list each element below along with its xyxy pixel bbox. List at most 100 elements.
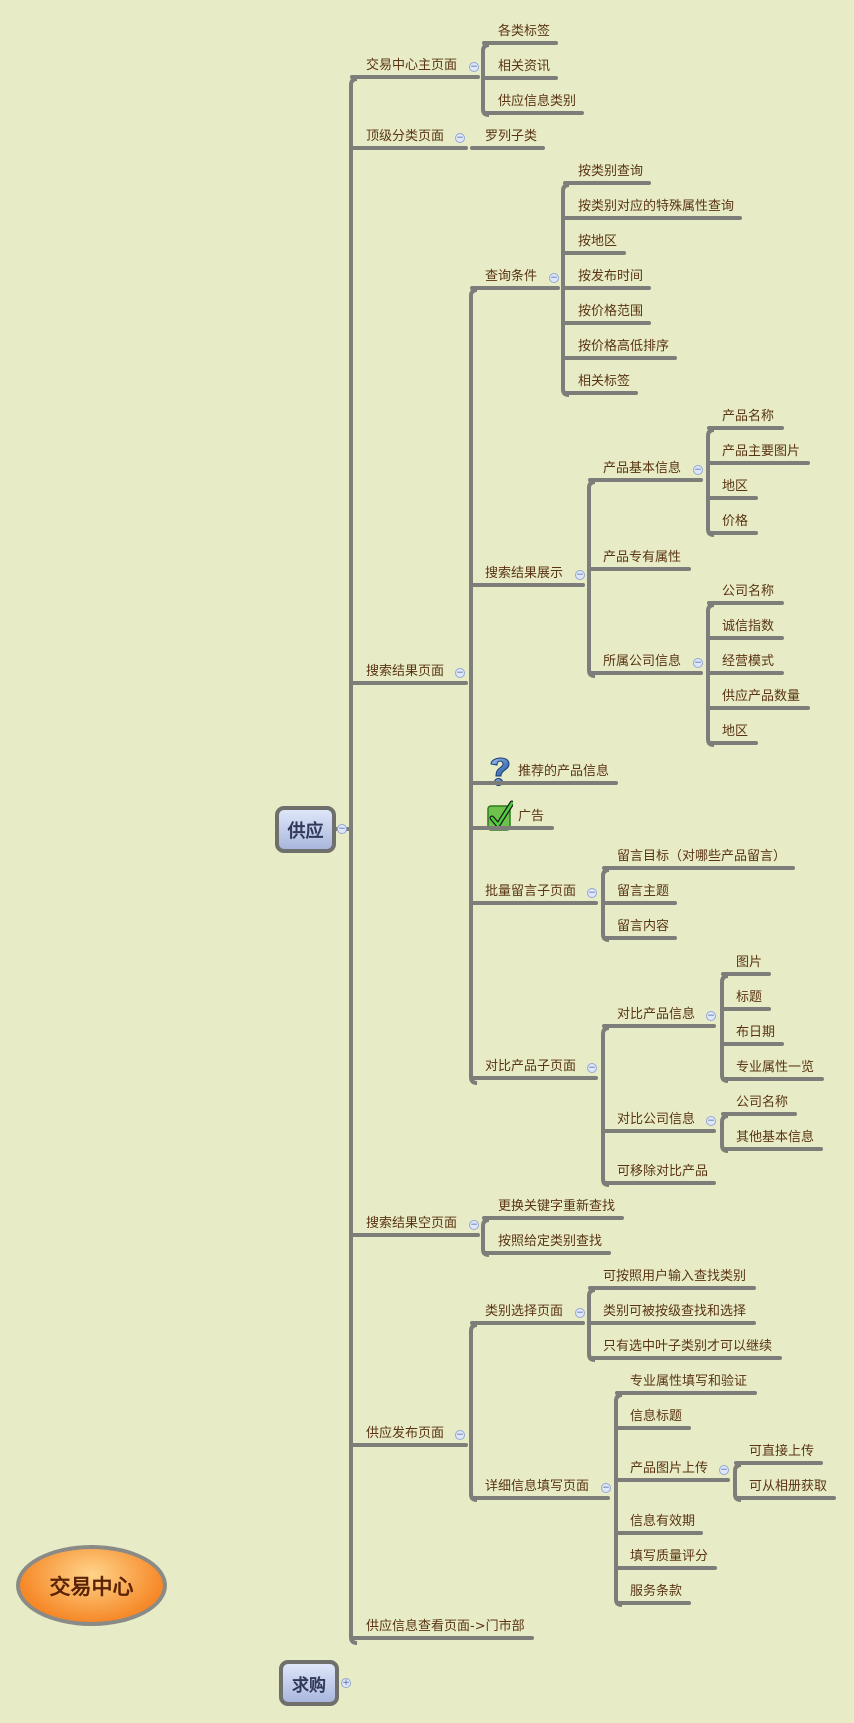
minus-icon[interactable]: − bbox=[575, 570, 585, 580]
minus-icon[interactable]: − bbox=[455, 1430, 465, 1440]
node-category-level[interactable]: 类别可被按级查找和选择 bbox=[603, 1304, 747, 1319]
node-direct-upload-underline bbox=[734, 1461, 823, 1465]
node-change-keyword[interactable]: 更换关键字重新查找 bbox=[498, 1199, 616, 1214]
minus-icon[interactable]: − bbox=[693, 658, 703, 668]
minus-icon[interactable]: − bbox=[469, 1220, 479, 1230]
node-query-by-price-sort[interactable]: 按价格高低排序 bbox=[578, 339, 670, 354]
trunk-compare-company bbox=[720, 1114, 729, 1153]
node-company-info[interactable]: 所属公司信息 bbox=[603, 654, 682, 669]
node-product-image-underline bbox=[707, 461, 810, 465]
node-query-by-region[interactable]: 按地区 bbox=[578, 234, 618, 249]
node-home-tags[interactable]: 各类标签 bbox=[498, 24, 551, 39]
node-category-search[interactable]: 可按照用户输入查找类别 bbox=[603, 1269, 747, 1284]
node-message-subject[interactable]: 留言主题 bbox=[617, 884, 670, 899]
trunk-batch bbox=[601, 868, 610, 942]
node-compare-image[interactable]: 图片 bbox=[736, 955, 763, 970]
node-company-name[interactable]: 公司名称 bbox=[722, 584, 775, 599]
minus-icon[interactable]: − bbox=[693, 465, 703, 475]
minus-icon[interactable]: − bbox=[337, 824, 347, 834]
node-image-upload[interactable]: 产品图片上传 bbox=[630, 1461, 709, 1476]
node-compare-company[interactable]: 对比公司信息 bbox=[617, 1112, 696, 1127]
node-empty-result[interactable]: 搜索结果空页面 bbox=[366, 1216, 458, 1231]
node-compare-page[interactable]: 对比产品子页面 bbox=[485, 1059, 577, 1074]
node-info-title[interactable]: 信息标题 bbox=[630, 1409, 683, 1424]
node-search-results[interactable]: 搜索结果页面 bbox=[366, 664, 445, 679]
node-business-mode[interactable]: 经营模式 bbox=[722, 654, 775, 669]
node-home-news[interactable]: 相关资讯 bbox=[498, 59, 551, 74]
minus-icon[interactable]: − bbox=[549, 273, 559, 283]
node-product-price[interactable]: 价格 bbox=[722, 514, 749, 529]
node-message-content[interactable]: 留言内容 bbox=[617, 919, 670, 934]
node-product-image[interactable]: 产品主要图片 bbox=[722, 444, 801, 459]
node-empty-result-underline bbox=[350, 1233, 480, 1237]
plus-icon[interactable]: + bbox=[341, 1678, 351, 1688]
node-terms[interactable]: 服务条款 bbox=[630, 1584, 683, 1599]
trunk-compare bbox=[601, 1026, 610, 1187]
node-credit-index[interactable]: 诚信指数 bbox=[722, 619, 775, 634]
node-product-special[interactable]: 产品专有属性 bbox=[603, 550, 682, 565]
minus-icon[interactable]: − bbox=[587, 888, 597, 898]
minus-icon[interactable]: − bbox=[469, 62, 479, 72]
minus-icon[interactable]: − bbox=[706, 1116, 716, 1126]
node-home-supply-category[interactable]: 供应信息类别 bbox=[498, 94, 577, 109]
node-product-basic[interactable]: 产品基本信息 bbox=[603, 461, 682, 476]
node-detail-fill[interactable]: 详细信息填写页面 bbox=[485, 1479, 590, 1494]
node-query-by-special-attr[interactable]: 按类别对应的特殊属性查询 bbox=[578, 199, 735, 214]
minus-icon[interactable]: − bbox=[455, 668, 465, 678]
node-direct-upload[interactable]: 可直接上传 bbox=[749, 1444, 815, 1459]
minus-icon[interactable]: − bbox=[706, 1011, 716, 1021]
node-message-target[interactable]: 留言目标（对哪些产品留言） bbox=[617, 849, 787, 864]
node-company-region[interactable]: 地区 bbox=[722, 724, 749, 739]
node-compare-company-name[interactable]: 公司名称 bbox=[736, 1095, 789, 1110]
node-query-by-region-underline bbox=[563, 251, 626, 255]
trunk-result-display bbox=[587, 480, 596, 678]
node-ads[interactable]: 广告 bbox=[518, 809, 545, 824]
minus-icon[interactable]: − bbox=[719, 1465, 729, 1475]
node-leaf-category[interactable]: 只有选中叶子类别才可以继续 bbox=[603, 1339, 773, 1354]
root-supply[interactable]: 供应 bbox=[275, 806, 336, 853]
node-compare-company-other[interactable]: 其他基本信息 bbox=[736, 1130, 815, 1145]
node-publish[interactable]: 供应发布页面 bbox=[366, 1426, 445, 1441]
node-view[interactable]: 供应信息查看页面->门市部 bbox=[366, 1619, 525, 1634]
node-product-region[interactable]: 地区 bbox=[722, 479, 749, 494]
node-query-by-special-attr-underline bbox=[563, 216, 742, 220]
node-quality-score[interactable]: 填写质量评分 bbox=[630, 1549, 709, 1564]
node-album-upload-underline bbox=[734, 1496, 836, 1500]
node-query-related-tags[interactable]: 相关标签 bbox=[578, 374, 631, 389]
node-category-search-underline bbox=[588, 1286, 756, 1290]
node-album-upload[interactable]: 可从相册获取 bbox=[749, 1479, 828, 1494]
minus-icon[interactable]: − bbox=[601, 1483, 611, 1493]
node-query-by-price-range[interactable]: 按价格范围 bbox=[578, 304, 644, 319]
node-credit-index-underline bbox=[707, 636, 784, 640]
node-home-underline bbox=[350, 75, 480, 79]
node-list-subcategories[interactable]: 罗列子类 bbox=[485, 129, 538, 144]
node-batch-message[interactable]: 批量留言子页面 bbox=[485, 884, 577, 899]
minus-icon[interactable]: − bbox=[575, 1308, 585, 1318]
node-compare-attrs[interactable]: 专业属性一览 bbox=[736, 1060, 815, 1075]
node-compare-product[interactable]: 对比产品信息 bbox=[617, 1007, 696, 1022]
node-compare-product-underline bbox=[602, 1024, 716, 1028]
node-home[interactable]: 交易中心主页面 bbox=[366, 58, 458, 73]
center-topic[interactable]: 交易中心 bbox=[16, 1545, 167, 1626]
node-recommended[interactable]: 推荐的产品信息 bbox=[518, 764, 610, 779]
node-product-basic-underline bbox=[588, 478, 703, 482]
minus-icon[interactable]: − bbox=[587, 1063, 597, 1073]
node-validity[interactable]: 信息有效期 bbox=[630, 1514, 696, 1529]
node-query-by-category[interactable]: 按类别查询 bbox=[578, 164, 644, 179]
node-compare-title[interactable]: 标题 bbox=[736, 990, 763, 1005]
node-result-display[interactable]: 搜索结果展示 bbox=[485, 566, 564, 581]
node-query-conditions[interactable]: 查询条件 bbox=[485, 269, 538, 284]
node-top-category[interactable]: 顶级分类页面 bbox=[366, 129, 445, 144]
root-demand[interactable]: 求购 bbox=[279, 1660, 339, 1706]
node-attr-fill[interactable]: 专业属性填写和验证 bbox=[630, 1374, 748, 1389]
node-compare-date[interactable]: 布日期 bbox=[736, 1025, 776, 1040]
node-query-by-time[interactable]: 按发布时间 bbox=[578, 269, 644, 284]
node-supply-count[interactable]: 供应产品数量 bbox=[722, 689, 801, 704]
minus-icon[interactable]: − bbox=[455, 133, 465, 143]
node-product-name[interactable]: 产品名称 bbox=[722, 409, 775, 424]
node-search-by-category[interactable]: 按照给定类别查找 bbox=[498, 1234, 603, 1249]
node-category-select[interactable]: 类别选择页面 bbox=[485, 1304, 564, 1319]
node-search-by-category-underline bbox=[482, 1251, 611, 1255]
trunk-category-select bbox=[587, 1288, 596, 1362]
node-removable[interactable]: 可移除对比产品 bbox=[617, 1164, 709, 1179]
